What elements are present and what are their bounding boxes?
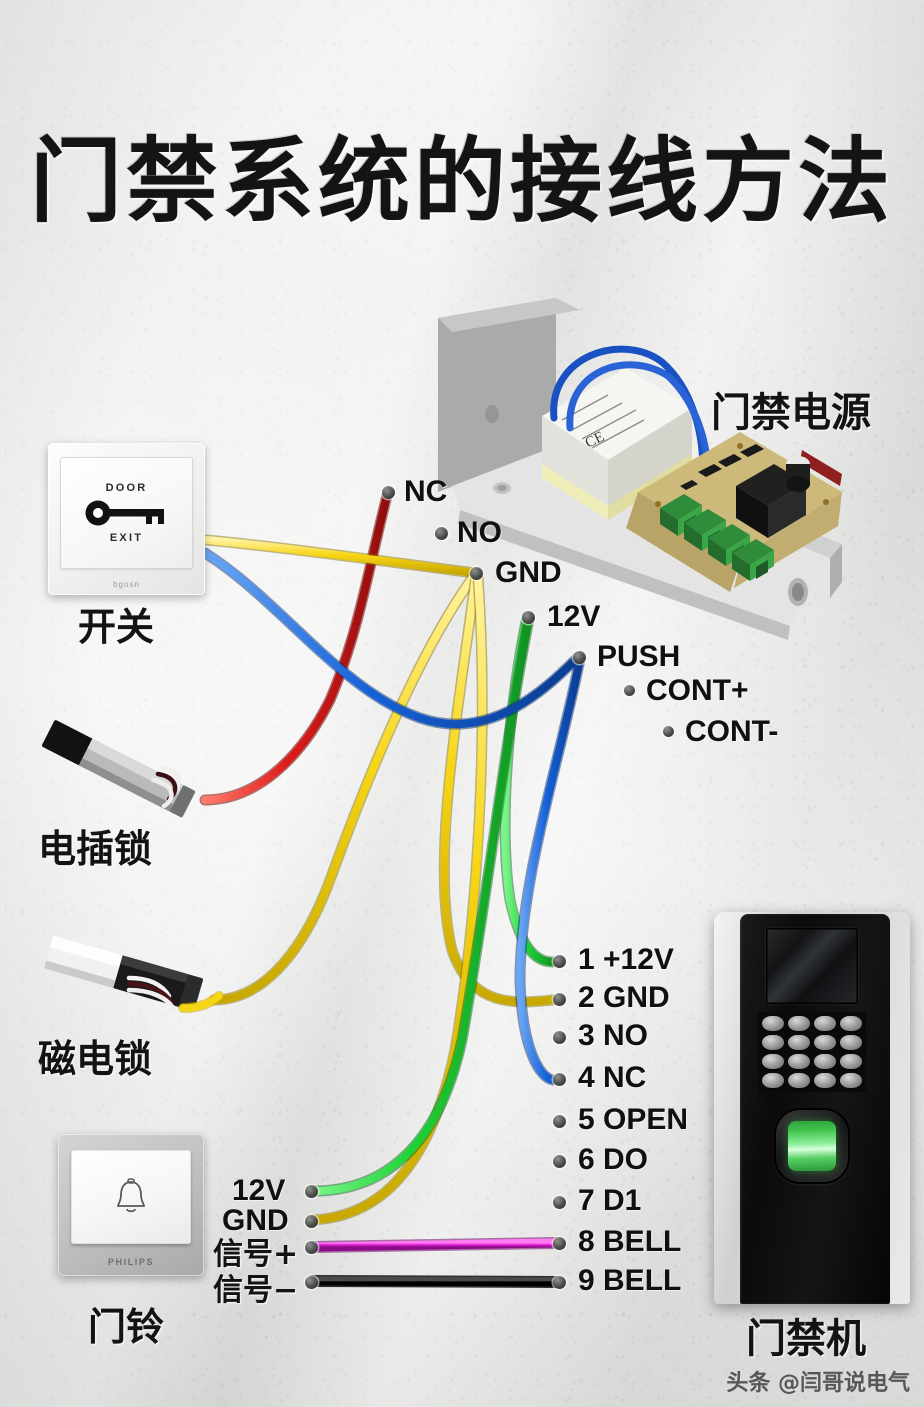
keypad-key[interactable] — [840, 1054, 862, 1069]
controller-label-6: 6 DO — [578, 1143, 649, 1176]
bolt-lock-device — [33, 716, 213, 826]
magnetic-lock-label: 磁电锁 — [38, 1037, 153, 1081]
controller-dot-4[interactable] — [553, 1073, 566, 1086]
doorbell-device[interactable]: PHILIPS — [58, 1134, 204, 1276]
controller-dot-2[interactable] — [553, 993, 566, 1006]
controller-dot-5[interactable] — [553, 1115, 566, 1128]
doorbell-terminal-label-12v: 12V — [232, 1174, 286, 1207]
doorbell-terminal-dot-signal-minus[interactable] — [305, 1276, 318, 1289]
magnetic-lock-illustration — [44, 935, 224, 1013]
keypad-key[interactable] — [840, 1073, 862, 1088]
watermark: 头条 @闫哥说电气 — [726, 1371, 910, 1396]
page-title: 门禁系统的接线方法 — [29, 128, 894, 235]
controller-label-4: 4 NC — [578, 1061, 647, 1094]
bolt-lock-illustration — [42, 720, 196, 818]
controller-label-1: 1 +12V — [578, 943, 674, 976]
power-supply-device: CE — [430, 296, 850, 646]
bolt-lock-label: 电插锁 — [38, 827, 153, 871]
terminal-label-12v: 12V — [547, 600, 601, 633]
keypad-key[interactable] — [814, 1054, 836, 1069]
keypad-key[interactable] — [840, 1035, 862, 1050]
doorbell-terminal-dot-signal-plus[interactable] — [305, 1241, 318, 1254]
keypad-key[interactable] — [840, 1016, 862, 1031]
terminal-label-nc: NC — [404, 475, 448, 508]
terminal-label-cont-plus: CONT+ — [646, 674, 749, 707]
keypad-key[interactable] — [788, 1054, 810, 1069]
controller-label-9: 9 BELL — [578, 1264, 682, 1297]
controller-label-3: 3 NO — [578, 1019, 649, 1052]
doorbell-terminal-label-signal-minus: 信号− — [213, 1273, 299, 1308]
terminal-dot-cont-plus[interactable] — [624, 685, 635, 696]
exit-switch-top-label: DOOR — [105, 482, 148, 494]
doorbell-terminal-dot-gnd[interactable] — [305, 1215, 318, 1228]
controller-dot-7[interactable] — [553, 1196, 566, 1209]
doorbell-terminal-label-gnd: GND — [222, 1204, 289, 1237]
terminal-dot-12v[interactable] — [522, 611, 535, 624]
key-icon — [85, 500, 164, 526]
controller-dot-9[interactable] — [553, 1276, 566, 1289]
terminal-dot-push[interactable] — [573, 651, 586, 664]
keypad-key[interactable] — [762, 1016, 784, 1031]
keypad-key[interactable] — [788, 1035, 810, 1050]
doorbell-terminal-label-signal-plus: 信号+ — [213, 1237, 299, 1272]
power-supply-label: 门禁电源 — [711, 390, 871, 436]
keypad-key[interactable] — [814, 1035, 836, 1050]
access-terminal-label: 门禁机 — [746, 1316, 866, 1362]
terminal-label-cont-minus: CONT- — [685, 715, 779, 748]
keypad-key[interactable] — [788, 1016, 810, 1031]
terminal-label-no: NO — [457, 516, 502, 549]
power-supply-illustration: CE — [438, 298, 842, 640]
keypad-key[interactable] — [814, 1073, 836, 1088]
controller-label-5: 5 OPEN — [578, 1103, 689, 1136]
terminal-dot-cont-minus[interactable] — [663, 726, 674, 737]
terminal-dot-no[interactable] — [435, 527, 448, 540]
doorbell-terminal-dot-12v[interactable] — [305, 1185, 318, 1198]
terminal-dot-nc[interactable] — [382, 486, 395, 499]
terminal-dot-gnd[interactable] — [470, 567, 483, 580]
terminal-label-gnd: GND — [495, 556, 562, 589]
doorbell-label: 门铃 — [88, 1305, 165, 1349]
exit-switch-device[interactable]: DOOR EXIT bgosn — [48, 443, 205, 595]
doorbell-brand: PHILIPS — [107, 1257, 155, 1267]
keypad-key[interactable] — [762, 1073, 784, 1088]
controller-dot-1[interactable] — [553, 955, 566, 968]
access-terminal-keypad[interactable] — [758, 1012, 866, 1092]
access-terminal-screen — [766, 928, 858, 1004]
controller-dot-3[interactable] — [553, 1031, 566, 1044]
controller-dot-8[interactable] — [553, 1237, 566, 1250]
exit-switch-label: 开关 — [78, 605, 155, 649]
access-terminal-device[interactable] — [714, 912, 910, 1304]
magnetic-lock-device — [33, 934, 224, 1034]
bell-icon — [117, 1178, 145, 1213]
ce-mark: CE — [583, 429, 607, 452]
exit-switch-brand: bgosn — [113, 580, 140, 589]
controller-label-7: 7 D1 — [578, 1184, 642, 1217]
keypad-key[interactable] — [814, 1016, 836, 1031]
fingerprint-sensor-housing[interactable] — [774, 1108, 850, 1184]
exit-switch-bottom-label: EXIT — [109, 532, 144, 544]
fingerprint-scanner-icon[interactable] — [788, 1121, 836, 1171]
controller-dot-6[interactable] — [553, 1155, 566, 1168]
doorbell-button[interactable] — [71, 1150, 191, 1244]
controller-label-8: 8 BELL — [578, 1225, 682, 1258]
terminal-label-push: PUSH — [597, 640, 681, 673]
controller-label-2: 2 GND — [578, 981, 670, 1014]
exit-switch-face[interactable]: DOOR EXIT — [60, 457, 193, 569]
keypad-key[interactable] — [762, 1054, 784, 1069]
keypad-key[interactable] — [788, 1073, 810, 1088]
keypad-key[interactable] — [762, 1035, 784, 1050]
